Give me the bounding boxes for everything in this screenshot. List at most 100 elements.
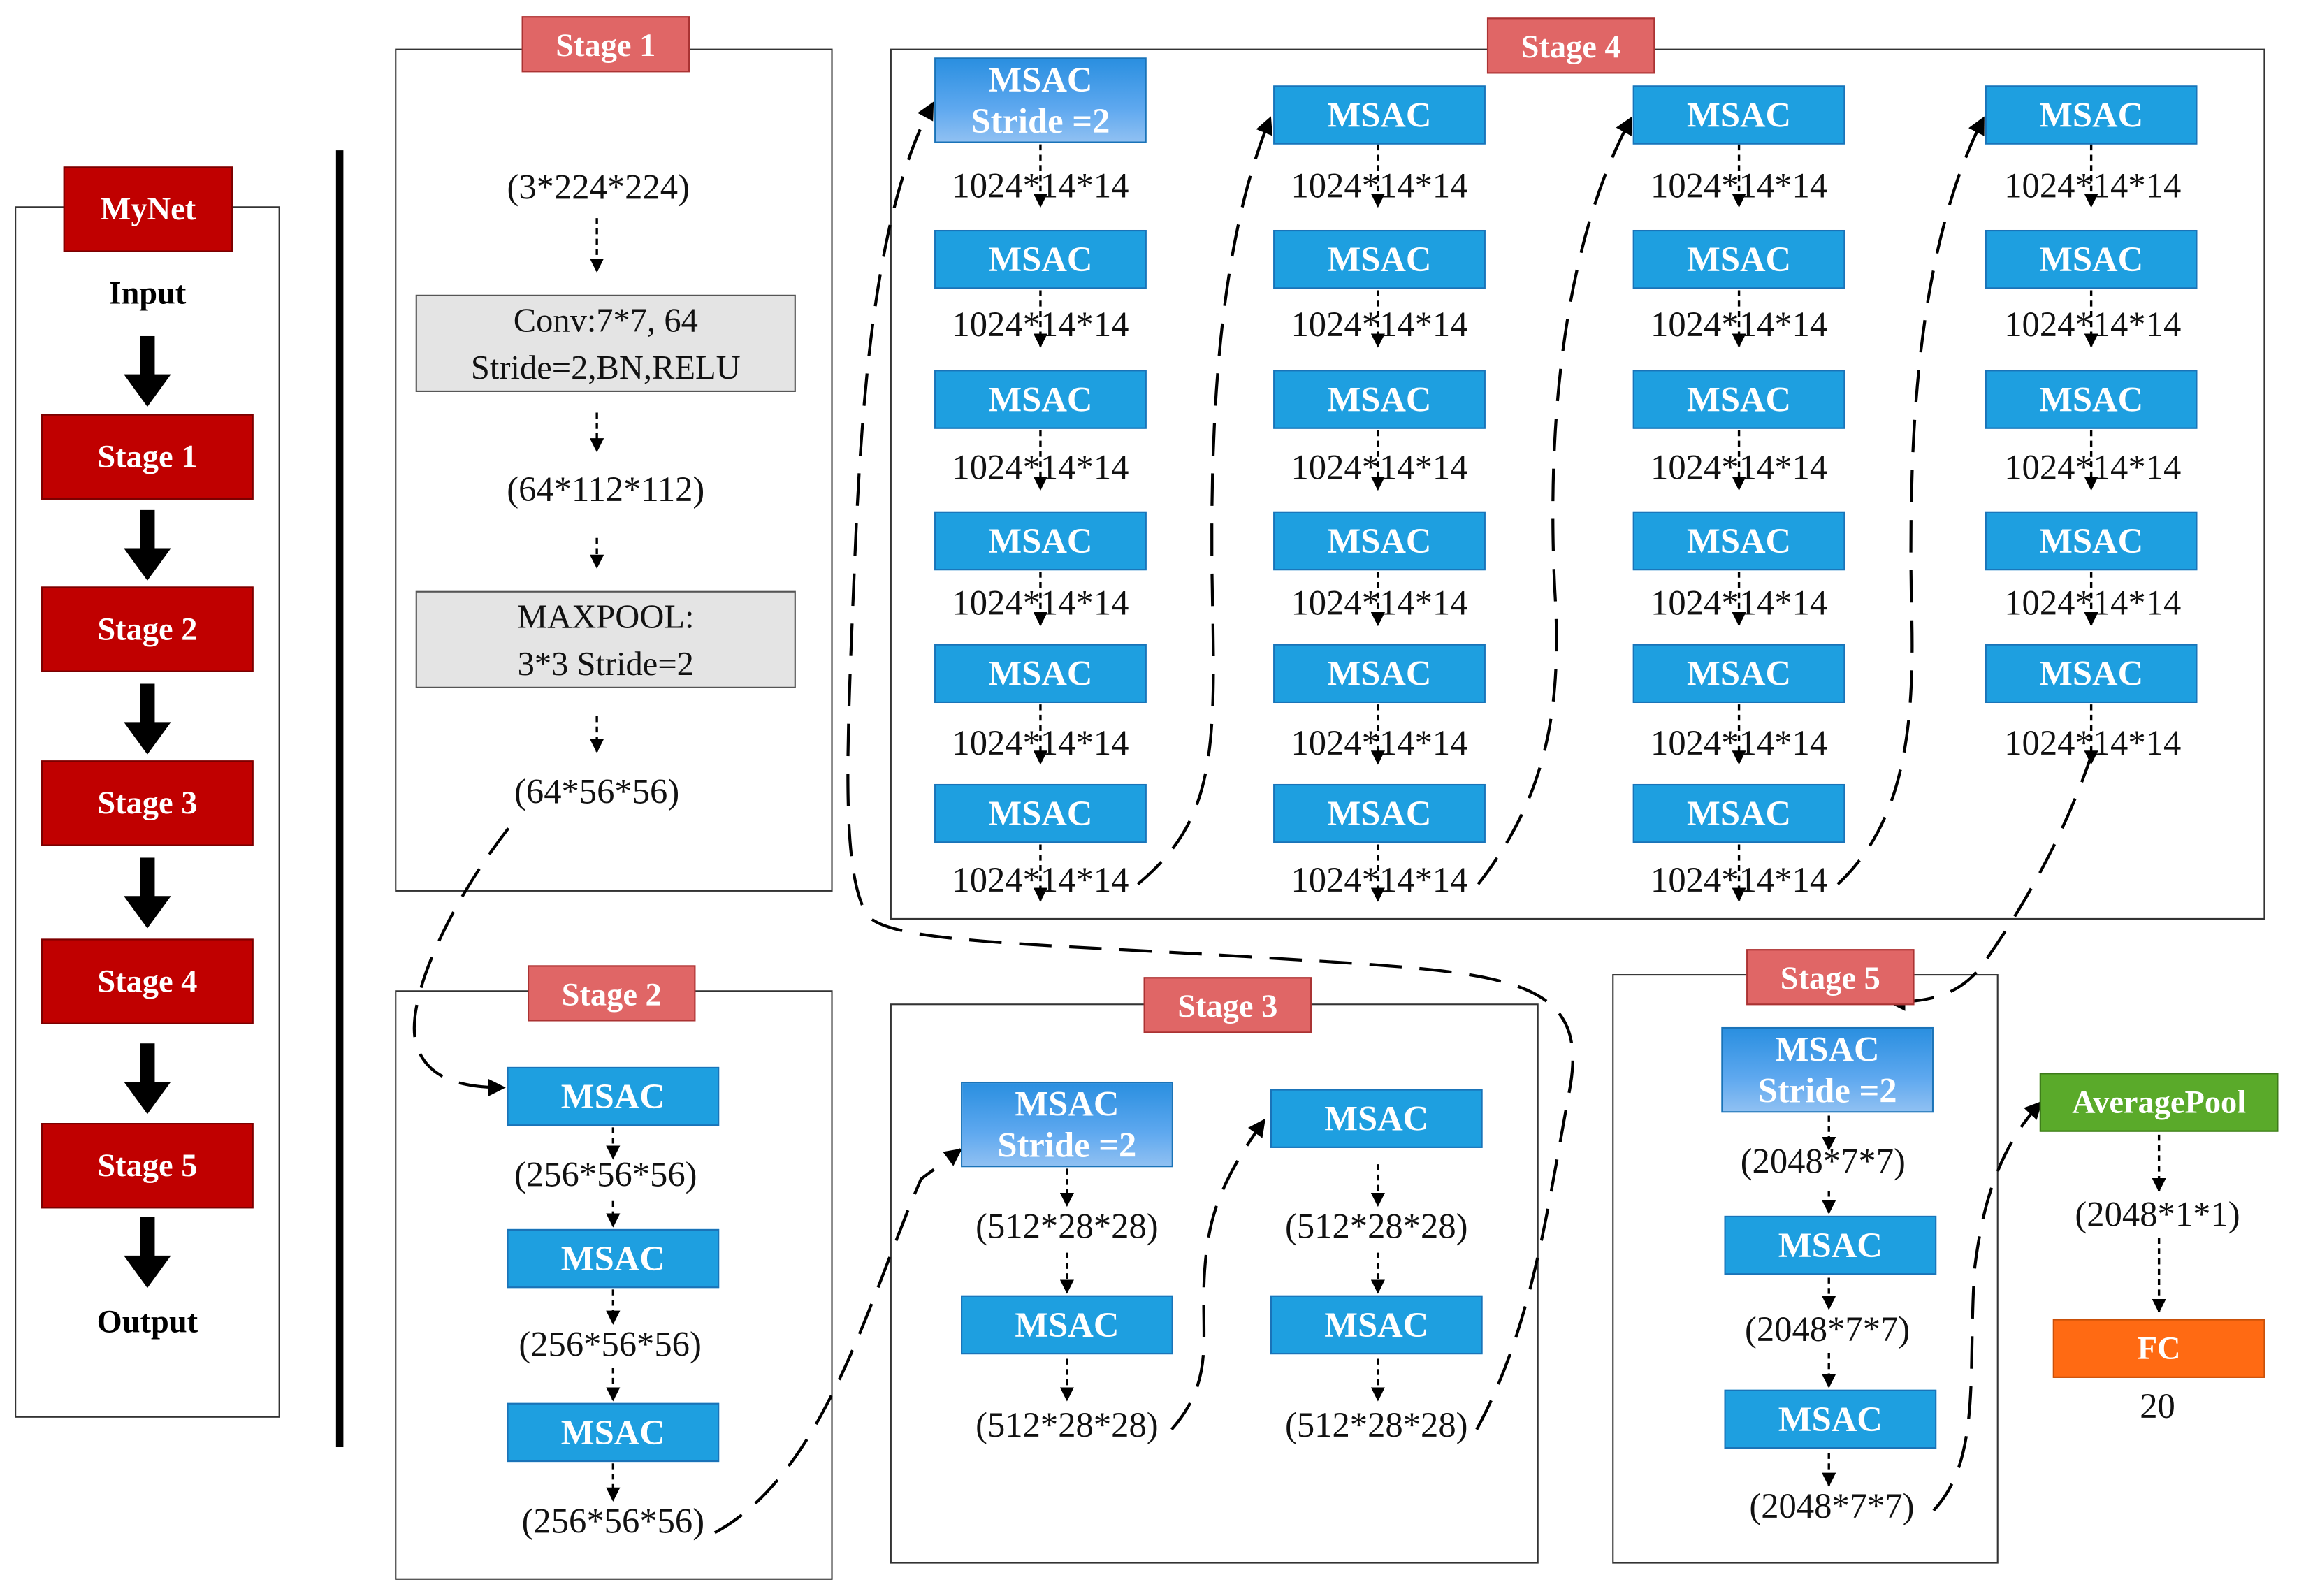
maxpool-line1: MAXPOOL:: [517, 598, 695, 635]
stage3-msac-b2: MSAC: [1270, 1295, 1483, 1355]
stage1-input-dim: (3*224*224): [507, 169, 690, 208]
stage3-dim-a2: (512*28*28): [976, 1407, 1159, 1446]
stage4-dim: 1024*14*14: [1291, 585, 1468, 624]
stage4-dim: 1024*14*14: [1651, 449, 1828, 488]
stage4-msac-stride-line2: Stride =2: [971, 103, 1110, 142]
stage2-dim-1: (256*56*56): [514, 1156, 697, 1196]
stage1-tag: Stage 1: [521, 16, 690, 73]
mynet-input-label: Input: [108, 274, 187, 311]
stage4-dim: 1024*14*14: [952, 725, 1129, 764]
average-pool-dim: (2048*1*1): [2075, 1196, 2240, 1235]
stage3-dim-b1: (512*28*28): [1285, 1208, 1468, 1247]
stage4-msac: MSAC: [1632, 783, 1845, 843]
stage4-msac: MSAC: [934, 644, 1147, 703]
stage2-msac-2: MSAC: [507, 1228, 720, 1289]
mynet-stage-1: Stage 1: [41, 414, 254, 500]
stage1-output-dim: (64*56*56): [514, 774, 680, 813]
stage5-dim-3: (2048*7*7): [1749, 1488, 1915, 1527]
overview-arrow-icon: [124, 857, 171, 929]
mynet-title: MyNet: [63, 166, 233, 252]
wire-stage4col3-to-col4: [1836, 116, 1985, 885]
stage3-msac-stride-line2: Stride =2: [997, 1127, 1137, 1166]
wire-stage1-to-stage2: [412, 827, 510, 1097]
wire-stage4col2-to-col3: [1477, 116, 1633, 885]
stage4-msac: MSAC: [1985, 370, 2198, 429]
stage5-msac-3: MSAC: [1724, 1389, 1937, 1449]
stage1-conv-dim: (64*112*112): [507, 471, 705, 510]
stage4-msac: MSAC: [1632, 644, 1845, 703]
stage4-panel: [890, 48, 2265, 920]
stage3-msac-a2: MSAC: [961, 1295, 1173, 1355]
stage4-dim: 1024*14*14: [1291, 168, 1468, 207]
mynet-output-label: Output: [96, 1303, 198, 1340]
stage4-dim: 1024*14*14: [2004, 168, 2182, 207]
stage4-dim: 1024*14*14: [2004, 306, 2182, 345]
stage2-dim-2: (256*56*56): [518, 1326, 702, 1365]
stage4-dim: 1024*14*14: [2004, 449, 2182, 488]
fc-output-dim: 20: [2140, 1388, 2175, 1427]
stage4-msac: MSAC: [934, 229, 1147, 289]
stage5-tag: Stage 5: [1746, 949, 1915, 1006]
stage2-msac-1: MSAC: [507, 1066, 720, 1126]
stage2-msac-3: MSAC: [507, 1402, 720, 1463]
stage4-msac-stride-line1: MSAC: [988, 61, 1093, 101]
separator-line: [335, 150, 344, 1448]
stage4-dim: 1024*14*14: [1651, 585, 1828, 624]
stage4-msac: MSAC: [1273, 85, 1486, 145]
stage2-tag: Stage 2: [528, 965, 696, 1022]
stage4-msac: MSAC: [1985, 644, 2198, 703]
stage4-dim: 1024*14*14: [1651, 168, 1828, 207]
stage4-msac: MSAC: [1985, 229, 2198, 289]
stage4-dim: 1024*14*14: [1291, 449, 1468, 488]
stage3-tag: Stage 3: [1143, 977, 1312, 1033]
stage4-dim: 1024*14*14: [1651, 862, 1828, 901]
mynet-stage-5: Stage 5: [41, 1123, 254, 1209]
stage4-dim: 1024*14*14: [952, 585, 1129, 624]
stage4-tag: Stage 4: [1486, 17, 1655, 74]
stage3-dim-b2: (512*28*28): [1285, 1407, 1468, 1446]
stage3-msac-b1: MSAC: [1270, 1089, 1483, 1148]
conv-block: Conv:7*7, 64 Stride=2,BN,RELU: [415, 294, 796, 392]
stage4-dim: 1024*14*14: [1291, 306, 1468, 345]
mynet-stage-2: Stage 2: [41, 586, 254, 672]
stage5-dim-1: (2048*7*7): [1740, 1143, 1906, 1182]
stage4-dim: 1024*14*14: [2004, 585, 2182, 624]
stage4-msac: MSAC: [1985, 511, 2198, 571]
stage4-msac: MSAC: [1273, 644, 1486, 703]
stage3-dim-a1: (512*28*28): [976, 1208, 1159, 1247]
overview-arrow-icon: [124, 509, 171, 581]
overview-arrow-icon: [124, 335, 171, 407]
stage4-msac: MSAC: [1273, 370, 1486, 429]
average-pool-block: AveragePool: [2039, 1073, 2279, 1132]
stage5-msac-stride-line1: MSAC: [1775, 1031, 1880, 1071]
stage5-dim-2: (2048*7*7): [1745, 1311, 1910, 1350]
stage4-msac: MSAC: [1632, 370, 1845, 429]
stage4-msac: MSAC: [1632, 229, 1845, 289]
fc-block: FC: [2052, 1319, 2265, 1378]
stage4-dim: 1024*14*14: [1651, 306, 1828, 345]
stage4-msac: MSAC: [1273, 511, 1486, 571]
overview-arrow-icon: [124, 1043, 171, 1115]
stage4-msac-stride: MSAC Stride =2: [934, 57, 1147, 143]
stage4-msac: MSAC: [934, 511, 1147, 571]
stage4-msac: MSAC: [934, 370, 1147, 429]
mynet-stage-3: Stage 3: [41, 760, 254, 846]
stage4-dim: 1024*14*14: [1291, 862, 1468, 901]
wire-stage4col1-to-col2: [1136, 116, 1272, 886]
overview-arrow-icon: [124, 1217, 171, 1289]
wire-stage3-to-stage4: [846, 101, 1574, 1430]
stage4-msac: MSAC: [1273, 229, 1486, 289]
stage4-msac: MSAC: [934, 783, 1147, 843]
wire-stage2-to-stage3: [713, 1148, 963, 1535]
stage5-msac-stride-line2: Stride =2: [1757, 1073, 1897, 1112]
stage4-dim: 1024*14*14: [952, 306, 1129, 345]
stage1-panel: [395, 48, 833, 892]
stage4-dim: 1024*14*14: [1651, 725, 1828, 764]
stage4-dim: 1024*14*14: [952, 168, 1129, 207]
stage3-msac-stride: MSAC Stride =2: [961, 1081, 1173, 1168]
stage4-msac: MSAC: [1985, 85, 2198, 145]
stage4-dim: 1024*14*14: [1291, 725, 1468, 764]
stage4-msac: MSAC: [1632, 511, 1845, 571]
wire-stage3a-to-stage3b: [1170, 1118, 1266, 1431]
